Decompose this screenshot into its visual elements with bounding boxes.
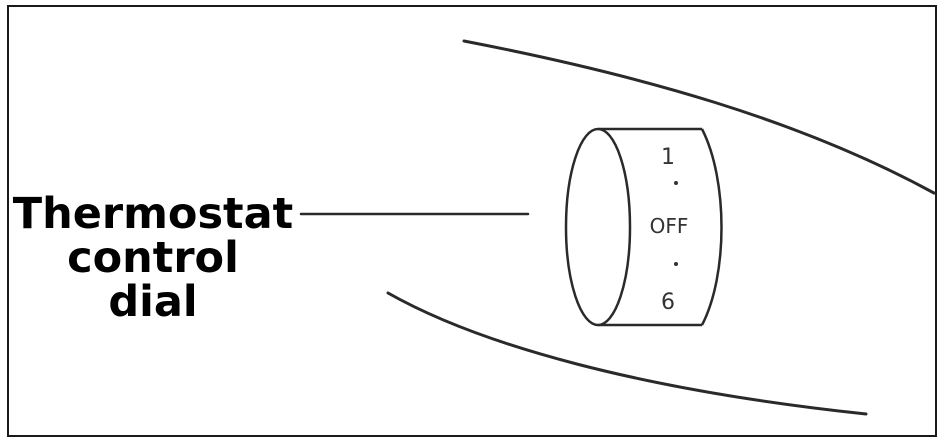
dial-marking-bottom: 6 (661, 290, 675, 315)
housing-lower-edge (386, 291, 868, 416)
thermostat-control-dial-label: Thermostat control dial (8, 192, 298, 324)
label-line-3: dial (108, 277, 198, 327)
dial-front-face (564, 127, 632, 327)
label-line-2: control (67, 233, 239, 283)
diagram-frame (7, 5, 937, 437)
dial-tick-lower (674, 262, 678, 266)
dial-marking-off: OFF (650, 214, 689, 238)
housing-upper-edge (462, 39, 936, 195)
dial-marking-top: 1 (661, 145, 675, 170)
dial-right-rim (700, 128, 723, 326)
dial-tick-upper (674, 181, 678, 185)
thermostat-dial[interactable]: 1 OFF 6 (564, 127, 723, 327)
label-line-1: Thermostat (12, 189, 294, 239)
